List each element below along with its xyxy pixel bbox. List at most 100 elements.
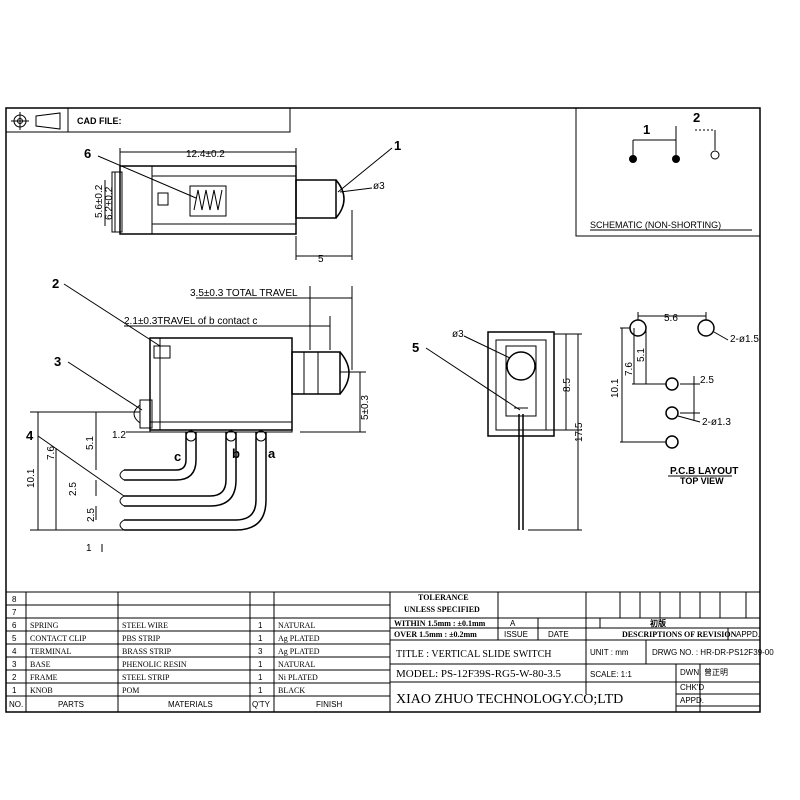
cad-file-label: CAD FILE: [77,116,122,126]
drawing-title: TITLE : VERTICAL SLIDE SWITCH [396,649,552,660]
table-row: 2 FRAME STEEL STRIP 1 Ni PLATED [12,673,318,682]
pcb-hole-large: 2-ø1.5 [730,334,759,345]
schematic-pin-2: 2 [693,110,700,125]
sheet-border [5,107,761,713]
row-finish: BLACK [278,686,305,695]
appd-label: APPD. [680,696,704,705]
row-material: STEEL WIRE [122,621,168,630]
parts-table: 8 7 6 SPRING STEEL WIRE 1 NATURAL 5 CONT… [9,595,342,709]
tolerance-title: TOLERANCE [418,593,469,602]
dim-1-2: 1.2 [112,430,126,441]
pcb-dim-5-6: 5.6 [664,313,678,324]
callout-6: 6 [84,146,91,161]
pcb-dim-10-1: 10.1 [610,378,621,398]
callout-1: 1 [394,138,401,153]
pcb-layout-drawing: 5.6 2-ø1.5 10.1 7.6 5.1 2.5 2-ø1.3 P.C.B… [610,312,759,486]
side-view-drawing: c b a 3.5±0.3 TOTAL TRAVEL 2.1±0.3TRAVEL… [26,276,371,554]
dim-17-5: 17.5 [574,422,585,442]
pcb-dim-5-1: 5.1 [636,348,647,362]
dim-5-0-3: 5±0.3 [360,395,371,420]
dim-2-5a: 2.5 [68,482,79,496]
row-no: 4 [12,647,17,656]
title-block: 8 7 6 SPRING STEEL WIRE 1 NATURAL 5 CONT… [6,591,774,712]
table-row: 3 BASE PHENOLIC RESIN 1 NATURAL [12,660,315,669]
tolerance-within: WITHIN 1.5mm : ±0.1mm [394,619,486,628]
row-no: 2 [12,673,17,682]
company-name: XIAO ZHUO TECHNOLOGY.CO;LTD [396,692,623,707]
revision-initial: 初版 [650,618,666,628]
total-travel-dim: 3.5±0.3 TOTAL TRAVEL [190,288,298,299]
dim-knob: 5 [318,254,324,265]
row-material: STEEL STRIP [122,673,170,682]
row-qty: 1 [258,673,263,682]
model-number: MODEL: PS-12F39S-RG5-W-80-3.5 [396,668,562,680]
pcb-dim-7-6: 7.6 [624,362,635,376]
row-no: 5 [12,634,17,643]
row-no: 3 [12,660,17,669]
travel-b-c-dim: 2.1±0.3TRAVEL of b contact c [124,316,257,327]
dim-height-2: 6.2±0.2 [104,186,115,220]
table-row: 4 TERMINAL BRASS STRIP 3 Ag PLATED [12,647,320,656]
table-row: 6 SPRING STEEL WIRE 1 NATURAL [12,621,315,630]
chkd-label: CHK'D [680,683,704,692]
row-finish: Ag PLATED [278,647,320,656]
tolerance-over: OVER 1.5mm : ±0.2mm [394,630,477,639]
row-material: PBS STRIP [122,634,161,643]
row-qty: 3 [258,647,263,656]
scale-label: SCALE: 1:1 [590,670,632,679]
row-no: 6 [12,621,17,630]
row-part: TERMINAL [30,647,71,656]
header-parts: PARTS [58,700,84,709]
terminal-a-label: a [268,446,276,461]
dim-height-1: 5.6±0.2 [94,184,105,218]
dim-5-1-side: 5.1 [85,436,96,450]
table-row: 7 [12,608,17,617]
header-finish: FINISH [316,700,342,709]
row-qty: 1 [258,621,263,630]
header-qty: Q'TY [252,700,271,709]
front-view-drawing: 8.5 17.5 ø3 5 [412,329,585,531]
row-part: CONTACT CLIP [30,634,87,643]
top-view-drawing: 12.4±0.2 5.6±0.2 6.2±0.2 5 ø3 1 6 [84,138,401,265]
row-no: 7 [12,608,17,617]
row-material: PHENOLIC RESIN [122,660,187,669]
row-material: BRASS STRIP [122,647,172,656]
terminal-c-label: c [174,449,181,464]
row-part: BASE [30,660,51,669]
table-row: 5 CONTACT CLIP PBS STRIP 1 Ag PLATED [12,634,320,643]
dim-1-side: 1 [86,543,92,554]
row-finish: NATURAL [278,621,315,630]
callout-2: 2 [52,276,59,291]
revision-a: A [510,619,516,628]
dim-10-1-side: 10.1 [26,468,37,488]
tolerance-subtitle: UNLESS SPECIFIED [404,605,480,614]
callout-5: 5 [412,340,419,355]
table-row: 1 KNOB POM 1 BLACK [12,686,305,695]
dim-phi-front: ø3 [452,329,464,340]
unit-label: UNIT : mm [590,648,629,657]
dwn-label: DWN. [680,668,701,677]
row-finish: NATURAL [278,660,315,669]
row-part: SPRING [30,621,59,630]
header-no: NO. [9,700,23,709]
row-finish: Ag PLATED [278,634,320,643]
row-finish: Ni PLATED [278,673,318,682]
drawing-number: DRWG NO. : HR-DR-PS12F39-00 [652,648,774,657]
schematic-contact-icon [629,155,637,163]
pcb-hole-small: 2-ø1.3 [702,417,731,428]
schematic-panel: 1 2 SCHEMATIC (NON-SHORTING) [575,107,761,237]
revision-appd-label: APPD. [736,630,760,639]
header-materials: MATERIALS [168,700,213,709]
cad-file-header: CAD FILE: [5,107,291,133]
dim-2-5b: 2.5 [86,508,97,522]
table-header-row: NO. PARTS MATERIALS Q'TY FINISH [9,700,342,709]
table-row: 8 [12,595,17,604]
dim-phi-top: ø3 [373,181,385,192]
spring-icon [193,189,223,211]
issue-label: ISSUE [504,630,528,639]
schematic-label: SCHEMATIC (NON-SHORTING) [590,220,721,230]
schematic-pin-1: 1 [643,122,650,137]
row-no: 8 [12,595,17,604]
callout-3: 3 [54,354,61,369]
